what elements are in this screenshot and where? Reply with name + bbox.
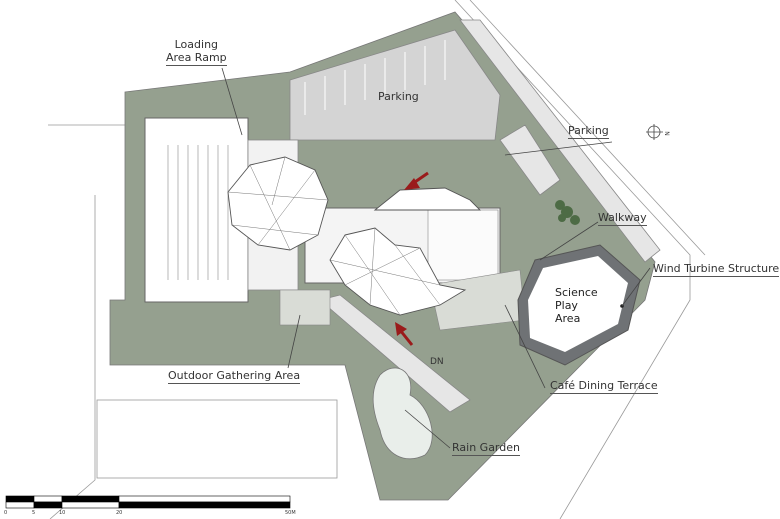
rain-garden <box>372 367 433 460</box>
label-wind-turbine-structure: Wind Turbine Structure <box>653 262 780 277</box>
north-arrow-icon <box>646 124 663 140</box>
leader-lines <box>221 67 651 449</box>
label-dn: DN <box>430 357 444 367</box>
scale-tick: 0 <box>4 510 8 516</box>
scale-tick: 20 <box>116 510 123 516</box>
future-lot <box>96 399 338 479</box>
dome-central-facets <box>329 227 441 316</box>
outdoor-gathering-pad <box>279 289 331 326</box>
label-outdoor-gathering-area: Outdoor Gathering Area <box>168 369 301 384</box>
scale-tick: 10 <box>59 510 66 516</box>
label-walkway: Walkway <box>598 211 647 226</box>
label-line: Area <box>555 312 581 325</box>
side-parking <box>499 124 561 196</box>
label-science-play-area: Science Play Area <box>555 286 598 325</box>
label-cafe-dining-terrace: Café Dining Terrace <box>550 379 658 394</box>
dome-west-facets <box>227 156 329 251</box>
dome-west <box>227 156 329 251</box>
label-line: Area Ramp <box>166 51 227 66</box>
trees <box>555 200 580 225</box>
label-loading-area-ramp: Loading Area Ramp <box>166 38 227 66</box>
dome-north <box>373 187 482 211</box>
science-play-area-floor <box>528 256 628 352</box>
label-line: Play <box>555 299 578 312</box>
courtyard <box>427 209 499 281</box>
label-line: Science <box>555 286 598 299</box>
label-parking-main: Parking <box>378 90 419 103</box>
scale-tick: 5 <box>32 510 36 516</box>
north-letter: N <box>662 131 670 136</box>
scale-bar <box>5 495 291 509</box>
label-rain-garden: Rain Garden <box>452 441 520 456</box>
scale-tick: 50M <box>285 510 296 516</box>
seating-rows <box>167 145 229 280</box>
walkway-path <box>459 19 661 263</box>
entry-arrows <box>395 171 429 346</box>
label-parking-side: Parking <box>568 124 609 139</box>
label-line: Loading <box>174 38 219 51</box>
parking-stripes <box>304 40 446 115</box>
